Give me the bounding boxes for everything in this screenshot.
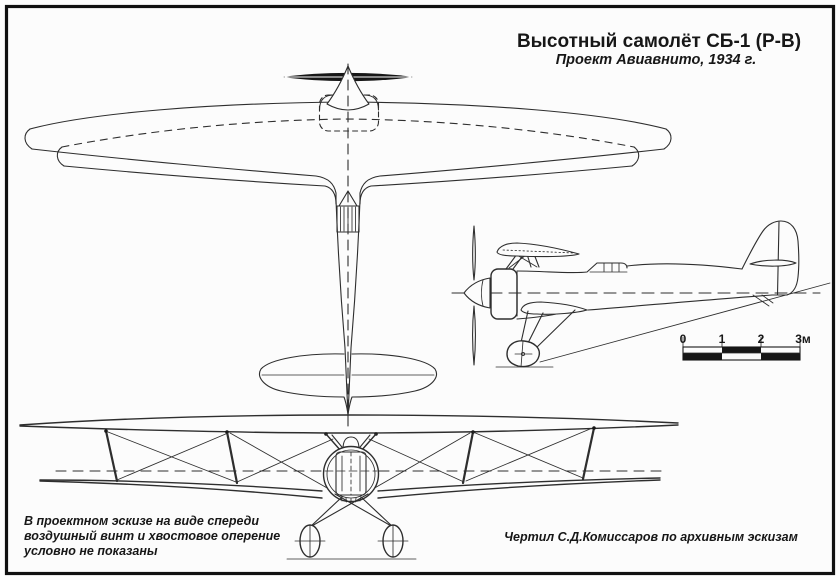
engine-cowling-front [322,436,380,503]
windscreen-plan [338,190,358,207]
landing-gear-front [286,493,417,560]
ground-reference-line [539,282,831,363]
drawing-subtitle: Проект Авиавнито, 1934 г. [556,52,756,68]
top-view [24,63,672,431]
scale-label-1: 1 [719,332,726,346]
upper-wing-front [19,414,679,434]
scale-label-3m: 3м [795,332,811,346]
scale-bar: 0 1 2 3м [680,332,811,361]
draughtsman-credit: Чертил С.Д.Комиссаров по архивным эскиза… [504,530,798,544]
scale-label-0: 0 [680,332,687,346]
rudder-hinge-line [776,221,780,296]
scale-label-2: 2 [758,332,765,346]
fin-rudder-side [741,220,800,296]
lower-wing-front [39,477,661,499]
sheet-border [4,4,836,576]
engine-cowling-side [490,268,518,320]
cowl-top-fairing [342,436,360,450]
front-view-note: В проектном эскизе на виде спереди возду… [23,514,280,558]
horizontal-stabilizer-side [749,259,797,267]
cockpit-canopy-side [589,263,628,273]
spinner-detail [481,279,484,307]
side-view [451,220,831,368]
front-view [19,414,679,560]
drawing-title: Высотный самолёт СБ-1 (Р-В) [517,31,801,52]
note-line-1: В проектном эскизе на виде спереди [24,514,259,528]
landing-gear-side [495,309,576,368]
horizontal-stabilizer-plan [259,353,437,415]
bracing-wires-front [107,428,591,494]
tail-skid [752,294,774,307]
note-line-2: воздушный винт и хвостовое оперение [24,529,280,543]
fuselage-plan [335,199,361,417]
spinner-side [463,277,491,309]
upper-wing-side [496,242,580,258]
title-block: Высотный самолёт СБ-1 (Р-В) Проект Авиав… [517,31,801,68]
note-line-3: условно не показаны [23,544,158,558]
lower-wing-side [520,301,588,315]
propeller-side-view [472,225,476,366]
